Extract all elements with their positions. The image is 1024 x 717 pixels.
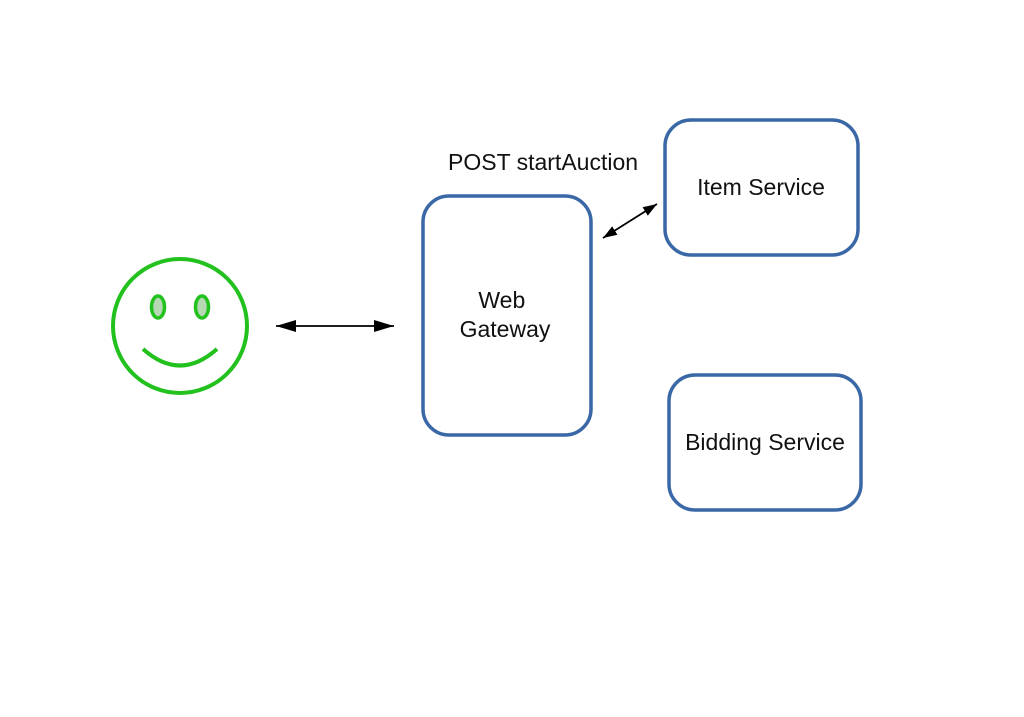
left-eye [149, 294, 167, 320]
user-smiley-icon [111, 257, 249, 395]
node-web-gateway: Web Gateway [421, 194, 593, 437]
web-gateway-box [421, 194, 593, 437]
web-gateway-label-line2: Gateway [460, 316, 551, 342]
face-outline [111, 257, 249, 395]
node-item-service: Item Service [663, 118, 860, 257]
bidding-service-box [667, 373, 863, 512]
item-service-box [663, 118, 860, 257]
web-gateway-label: Web Gateway [460, 287, 551, 342]
web-gateway-label-line1: Web [478, 287, 525, 313]
smile-mouth [141, 347, 219, 368]
bidding-service-label: Bidding Service [685, 429, 845, 455]
node-bidding-service: Bidding Service [667, 373, 863, 512]
edge-label-post-start-auction: POST startAuction [448, 149, 638, 175]
right-eye [193, 294, 211, 320]
item-service-label: Item Service [697, 174, 825, 200]
arrow-gateway-item [602, 203, 658, 239]
